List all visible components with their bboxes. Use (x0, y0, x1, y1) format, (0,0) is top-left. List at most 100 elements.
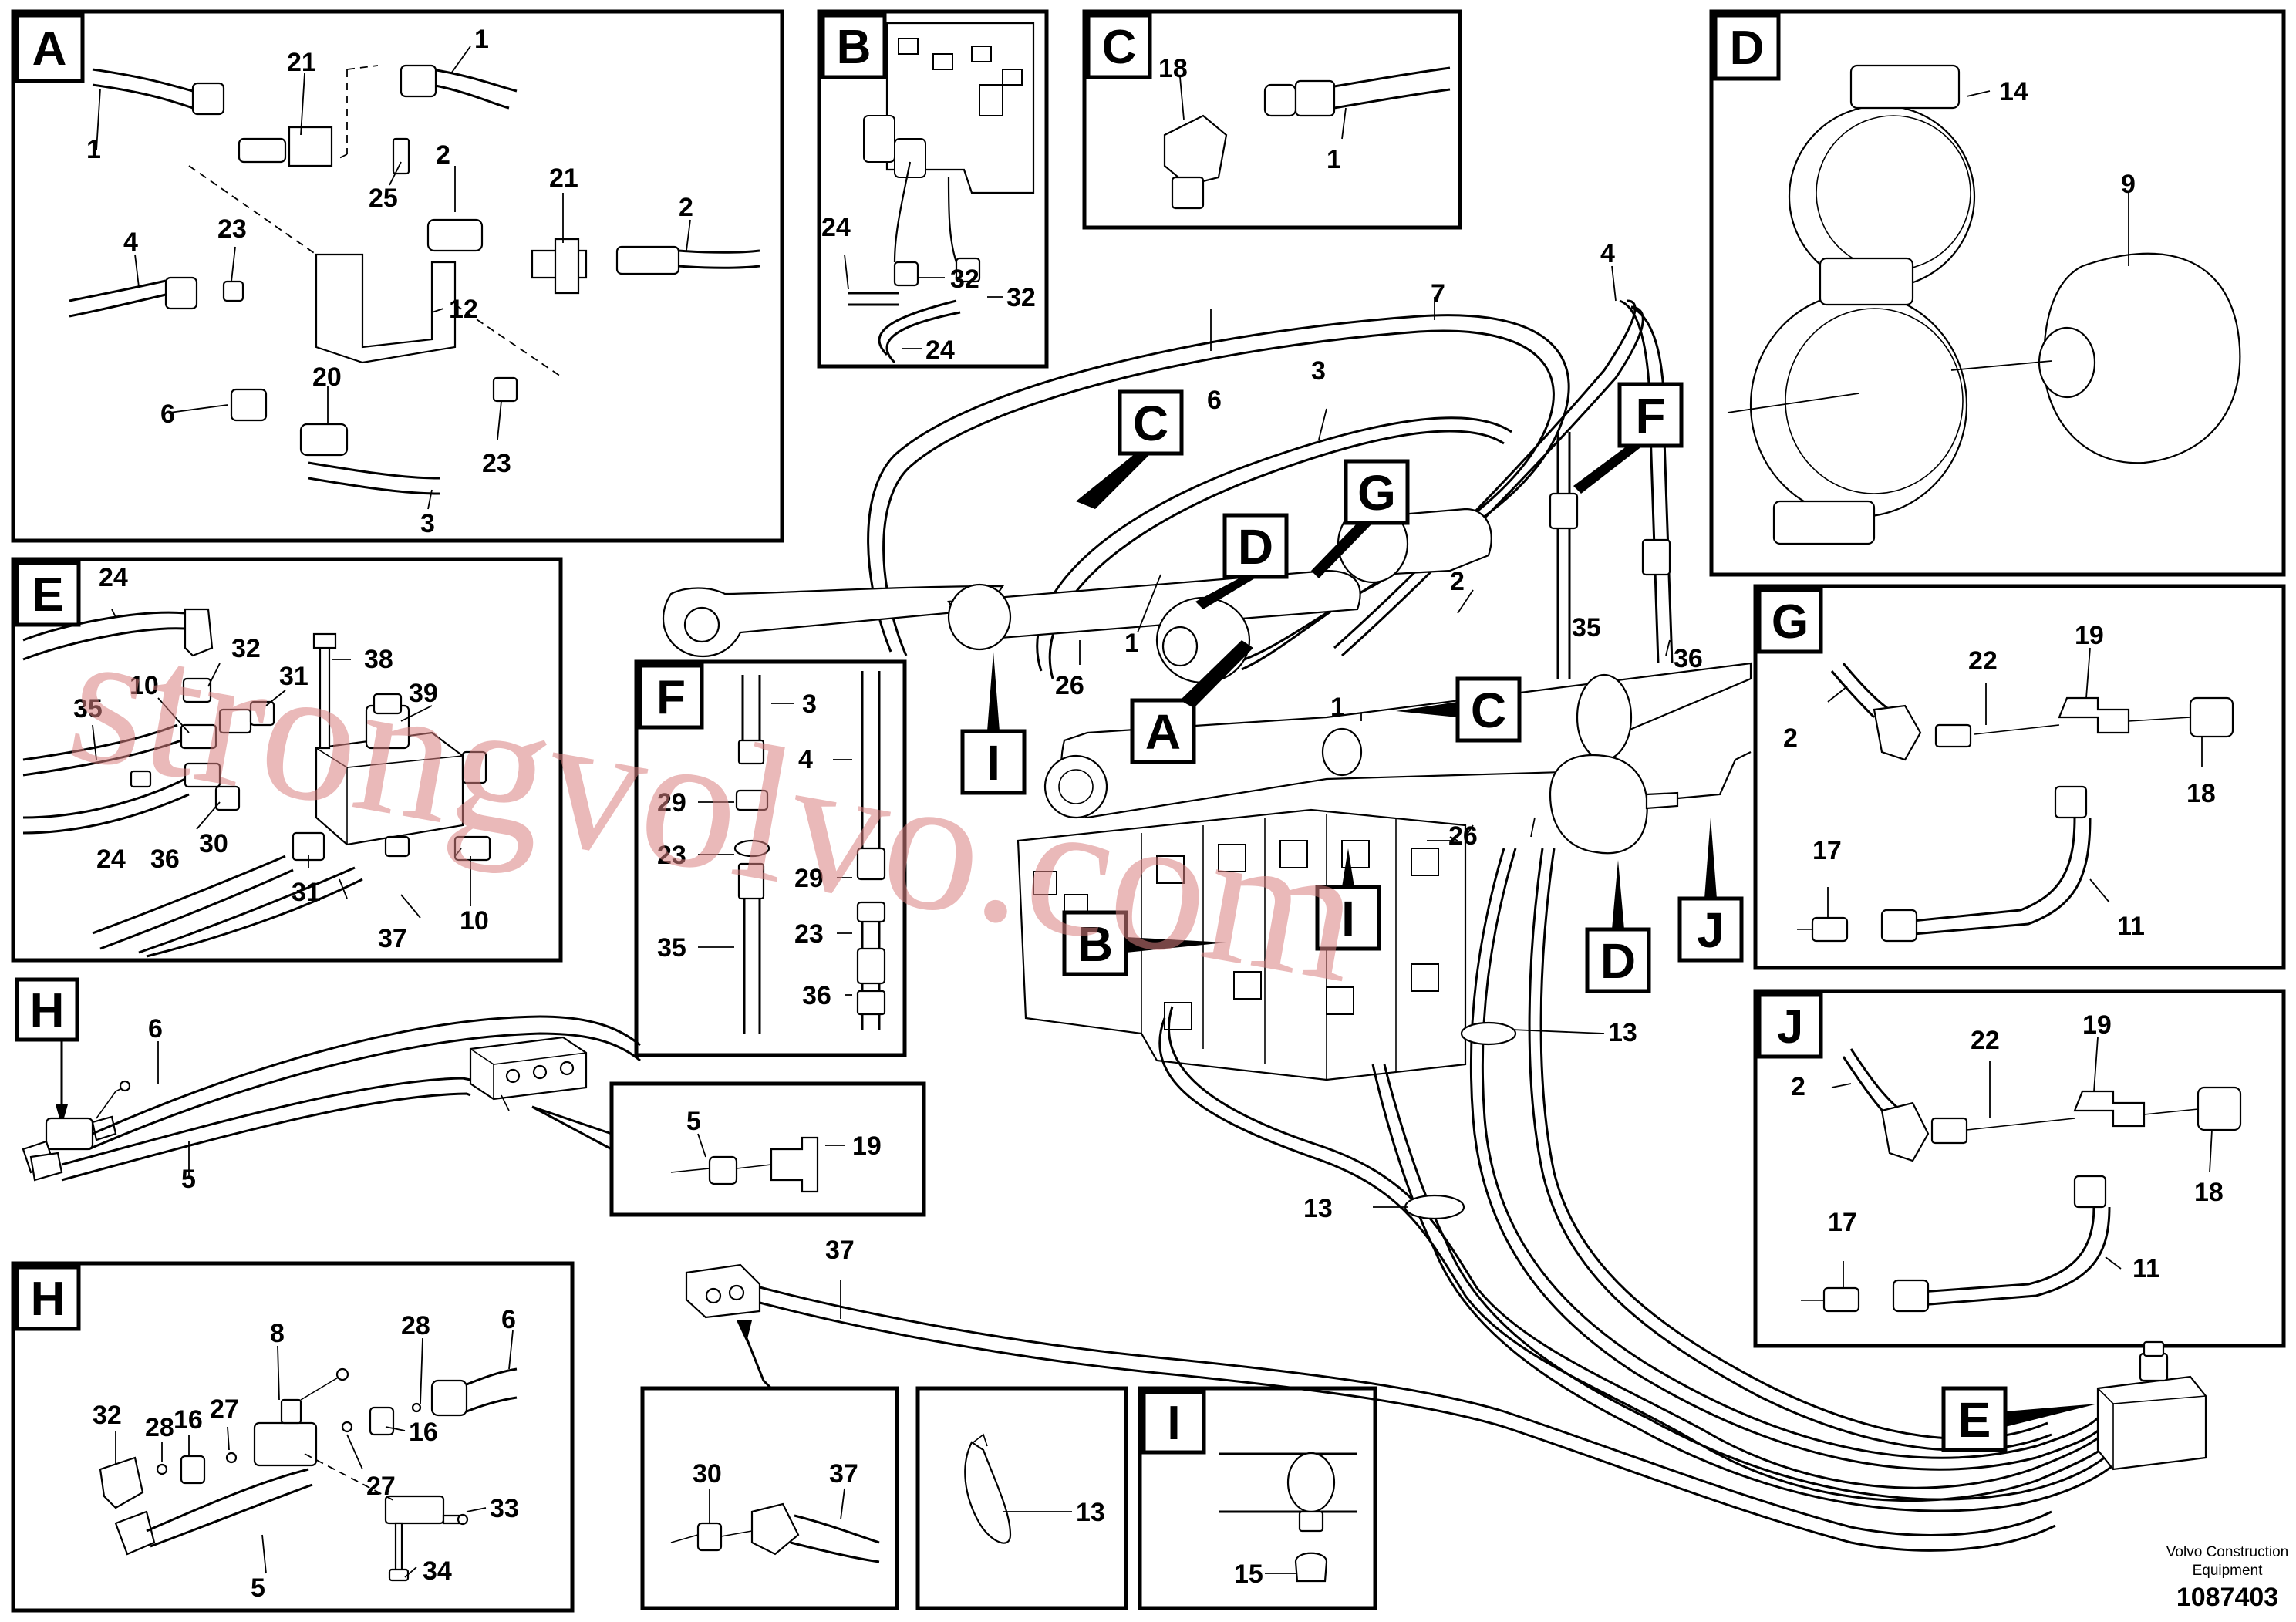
svg-text:21: 21 (549, 164, 578, 193)
svg-text:6: 6 (160, 400, 175, 429)
svg-text:19: 19 (2075, 621, 2104, 650)
svg-text:24: 24 (925, 336, 955, 365)
svg-text:36: 36 (1674, 644, 1703, 673)
panel-g-letter: G (1757, 588, 1823, 654)
svg-text:32: 32 (950, 265, 979, 294)
panel-e-letter: E (15, 561, 81, 627)
panel-f-drawing: 3 4 29 23 29 23 35 36 (657, 671, 886, 1034)
svg-text:D: D (1238, 519, 1273, 575)
panel-h2-drawing: 32 28 16 27 8 27 16 28 6 33 34 5 (93, 1305, 519, 1603)
panel-i-frame (1138, 1386, 1377, 1610)
svg-text:27: 27 (366, 1472, 396, 1501)
svg-text:26: 26 (1055, 671, 1084, 700)
svg-text:18: 18 (2186, 779, 2216, 808)
panel-a-drawing: 1 1 21 2 25 21 2 4 23 12 6 20 23 3 (69, 25, 760, 538)
svg-text:24: 24 (96, 845, 126, 874)
svg-text:32: 32 (93, 1401, 122, 1430)
svg-text:10: 10 (460, 906, 489, 936)
svg-text:27: 27 (210, 1394, 239, 1424)
callout-i-center: I (1315, 848, 1381, 951)
svg-text:3: 3 (420, 509, 435, 538)
svg-text:32: 32 (231, 634, 261, 663)
svg-text:17: 17 (1812, 836, 1842, 865)
drawing-number: 1087403 (2176, 1583, 2278, 1612)
svg-text:C: C (1133, 396, 1168, 451)
svg-text:22: 22 (1968, 646, 1998, 676)
svg-text:1: 1 (1124, 629, 1139, 658)
svg-text:4: 4 (123, 228, 138, 257)
panel-i-drawing: 15 (1219, 1452, 1357, 1589)
svg-text:11: 11 (2117, 912, 2145, 941)
svg-text:12: 12 (449, 295, 478, 324)
panel-13-drawing: 13 (964, 1433, 1105, 1544)
svg-text:20: 20 (312, 363, 342, 392)
callout-d-upper: D (1195, 513, 1289, 609)
svg-text:36: 36 (150, 845, 180, 874)
svg-text:B: B (1077, 916, 1113, 972)
svg-text:D: D (1600, 933, 1636, 989)
panel-d-drawing: 14 9 (1727, 64, 2241, 545)
svg-text:13: 13 (1303, 1194, 1333, 1223)
svg-text:5: 5 (686, 1107, 701, 1136)
panel-f-frame (634, 659, 907, 1057)
svg-text:17: 17 (1828, 1208, 1857, 1237)
svg-text:6: 6 (148, 1014, 163, 1044)
svg-text:F: F (1635, 388, 1665, 443)
svg-text:A: A (1145, 704, 1181, 760)
svg-text:1: 1 (474, 25, 489, 54)
brand-line-2: Equipment (2193, 1563, 2264, 1579)
svg-text:C: C (1102, 21, 1137, 74)
h-callout-hoses: 6 5 (22, 1014, 641, 1194)
svg-text:3: 3 (1311, 356, 1326, 386)
svg-text:26: 26 (1448, 821, 1478, 851)
svg-text:7: 7 (1431, 279, 1445, 309)
svg-text:D: D (1730, 22, 1765, 75)
panel-g-drawing: 2 22 19 18 17 11 (1783, 621, 2234, 943)
svg-text:30: 30 (199, 829, 228, 858)
panel-b-drawing: 24 32 32 24 (821, 22, 1036, 365)
svg-text:38: 38 (364, 645, 393, 674)
callout-f: F (1573, 382, 1684, 494)
svg-text:37: 37 (825, 1236, 855, 1265)
panel-30-37-drawing: 30 37 (670, 1459, 880, 1563)
svg-text:39: 39 (409, 679, 438, 708)
svg-text:19: 19 (2082, 1010, 2112, 1040)
svg-text:2: 2 (436, 140, 450, 170)
svg-text:24: 24 (99, 563, 128, 592)
svg-text:29: 29 (657, 788, 686, 818)
panel-c-frame (1082, 9, 1462, 230)
svg-text:5: 5 (181, 1165, 196, 1194)
main-assembly-drawing: 3 7 6 4 2 35 36 1 26 1 26 13 13 37 (662, 239, 2207, 1552)
panel-b-frame (817, 9, 1049, 369)
svg-text:I: I (986, 735, 1000, 791)
svg-text:I: I (1167, 1397, 1180, 1450)
svg-text:31: 31 (279, 662, 308, 691)
svg-text:H: H (30, 984, 65, 1037)
panel-c-drawing: 18 1 (1158, 54, 1451, 210)
svg-text:21: 21 (287, 48, 316, 77)
svg-text:2: 2 (1791, 1072, 1805, 1101)
svg-text:14: 14 (1999, 77, 2028, 106)
svg-text:2: 2 (1783, 723, 1798, 753)
svg-text:A: A (32, 22, 67, 76)
svg-text:8: 8 (270, 1319, 285, 1348)
panel-j-letter: J (1757, 993, 1823, 1059)
svg-text:2: 2 (679, 193, 693, 222)
panel-d-letter: D (1713, 13, 1781, 81)
callout-c-upper: C (1076, 389, 1184, 509)
svg-text:33: 33 (490, 1494, 519, 1523)
svg-text:15: 15 (1234, 1560, 1263, 1589)
callout-i-left: I (960, 652, 1027, 795)
panel-e-frame (11, 557, 563, 963)
panel-d-frame (1709, 9, 2286, 577)
svg-text:37: 37 (378, 924, 407, 953)
svg-text:35: 35 (657, 933, 686, 963)
svg-text:25: 25 (369, 184, 398, 213)
svg-text:36: 36 (802, 981, 831, 1010)
svg-text:J: J (1697, 902, 1725, 958)
svg-text:16: 16 (174, 1405, 203, 1435)
svg-text:H: H (31, 1273, 66, 1326)
svg-text:19: 19 (852, 1131, 882, 1161)
svg-text:11: 11 (2132, 1254, 2160, 1283)
